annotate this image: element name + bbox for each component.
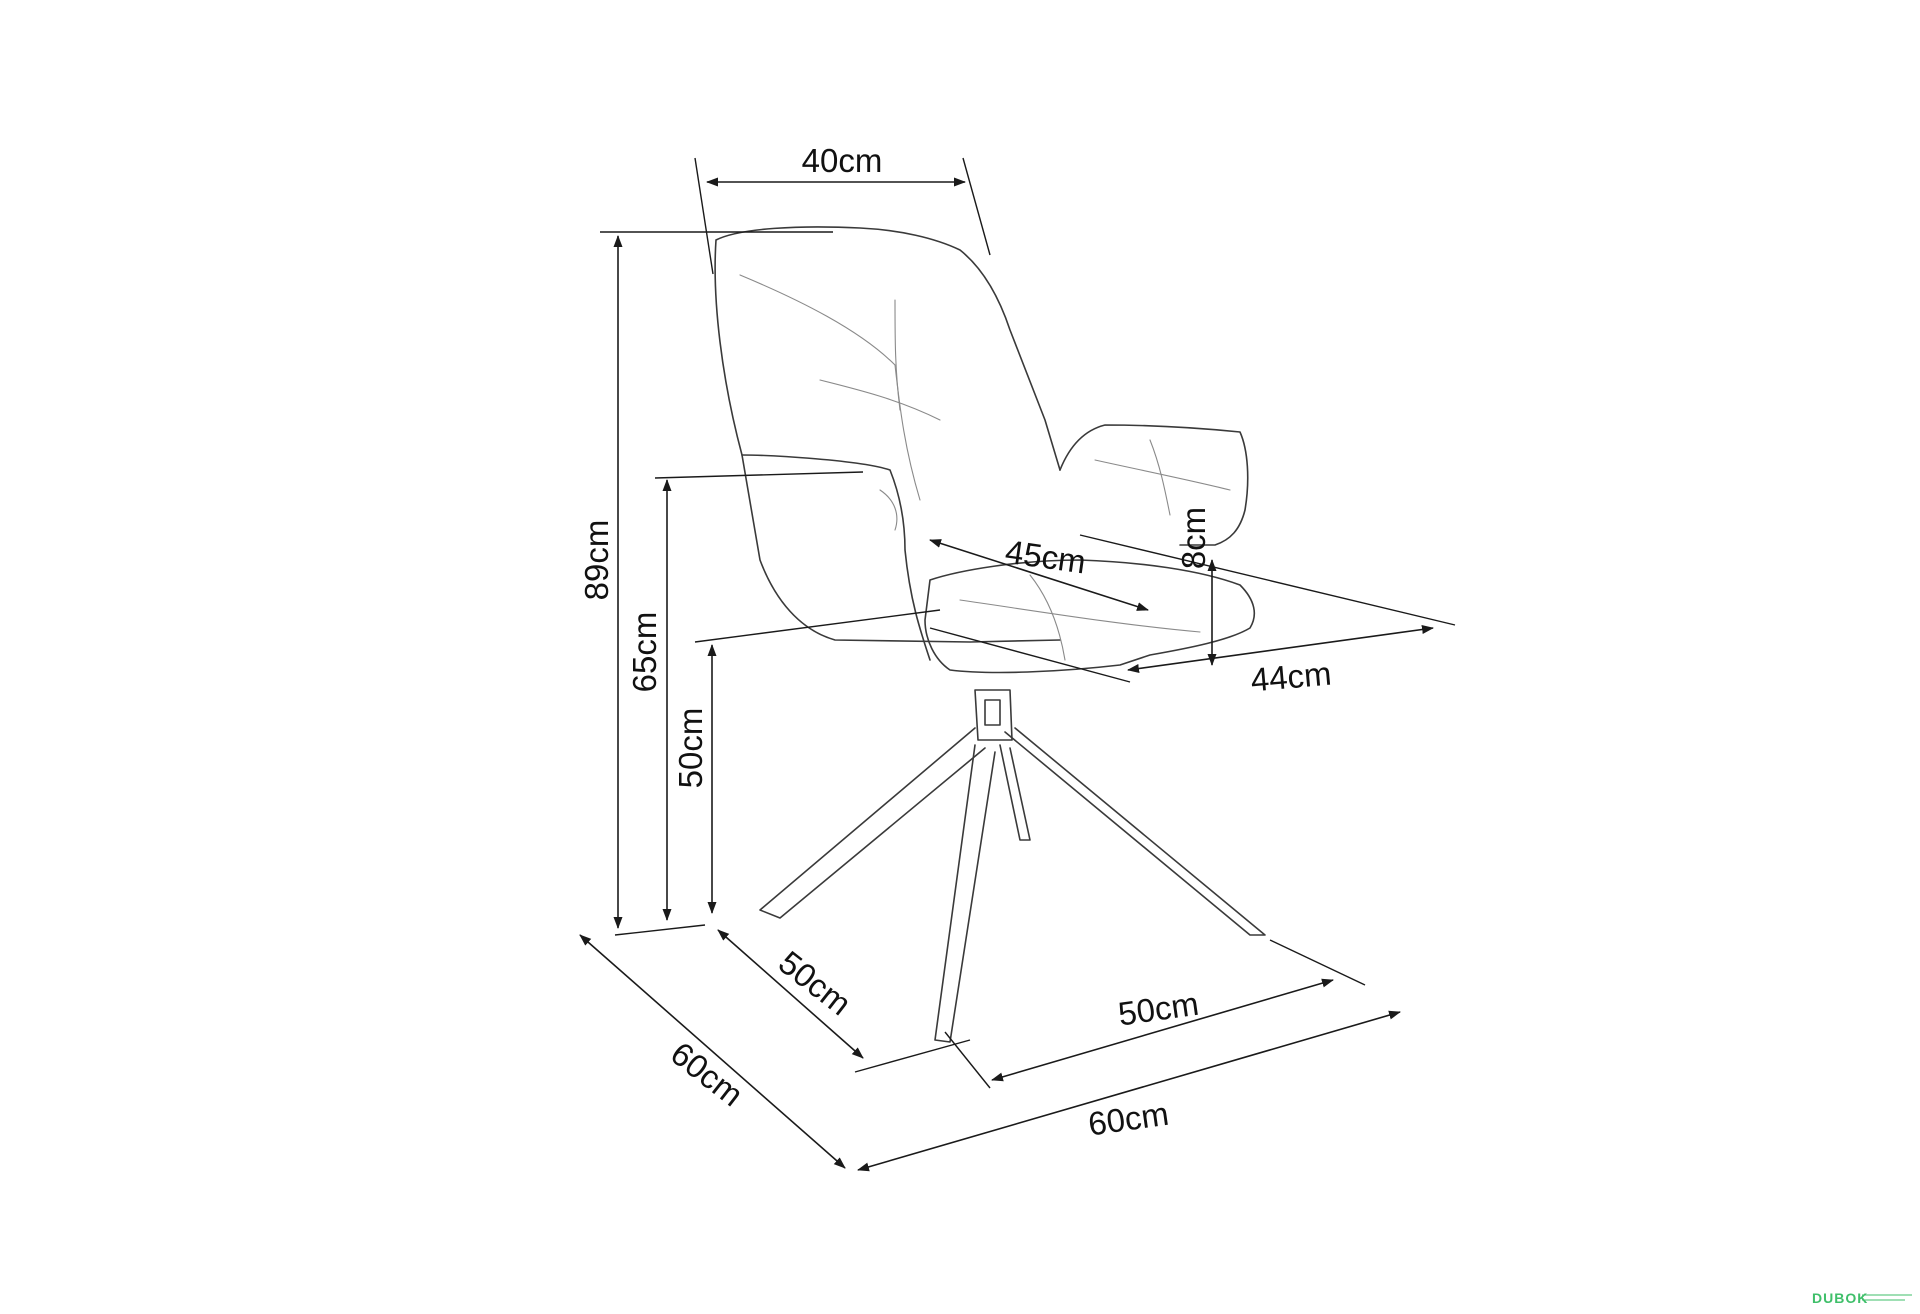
dim-line-overall-depth bbox=[579, 934, 846, 1169]
extension-lines bbox=[600, 157, 1456, 1089]
chair-right-armrest bbox=[1059, 424, 1249, 546]
label-base-width: 50cm bbox=[1116, 985, 1201, 1033]
chair-seat bbox=[924, 559, 1256, 674]
label-seat-height: 50cm bbox=[672, 708, 709, 789]
chair-leg-back bbox=[999, 744, 1031, 841]
chair-backrest bbox=[714, 226, 1061, 643]
label-backrest-width: 40cm bbox=[802, 142, 883, 179]
label-seat-width: 44cm bbox=[1249, 655, 1333, 699]
dim-line-seat-width bbox=[1127, 625, 1434, 673]
label-armrest-height: 65cm bbox=[626, 612, 663, 693]
label-base-depth: 50cm bbox=[772, 944, 858, 1023]
chair-sketch bbox=[714, 226, 1266, 1043]
label-armrest-above-seat: 8cm bbox=[1175, 507, 1212, 569]
label-total-height: 89cm bbox=[578, 520, 615, 601]
chair-leg-front bbox=[934, 744, 996, 1043]
dim-line-overall-width bbox=[857, 1010, 1401, 1172]
chair-swivel-column bbox=[974, 689, 1013, 741]
chair-leg-front-left bbox=[759, 727, 986, 919]
chair-left-armrest bbox=[741, 454, 931, 661]
label-seat-depth: 45cm bbox=[1003, 533, 1088, 581]
watermark-text: DUBOK bbox=[1812, 1290, 1868, 1306]
dimension-lines bbox=[579, 177, 1434, 1172]
dim-line-seat-depth bbox=[929, 539, 1149, 611]
label-overall-width: 60cm bbox=[1086, 1095, 1171, 1143]
watermark: DUBOK bbox=[1812, 1290, 1912, 1306]
chair-leg-front-right bbox=[1004, 727, 1266, 936]
